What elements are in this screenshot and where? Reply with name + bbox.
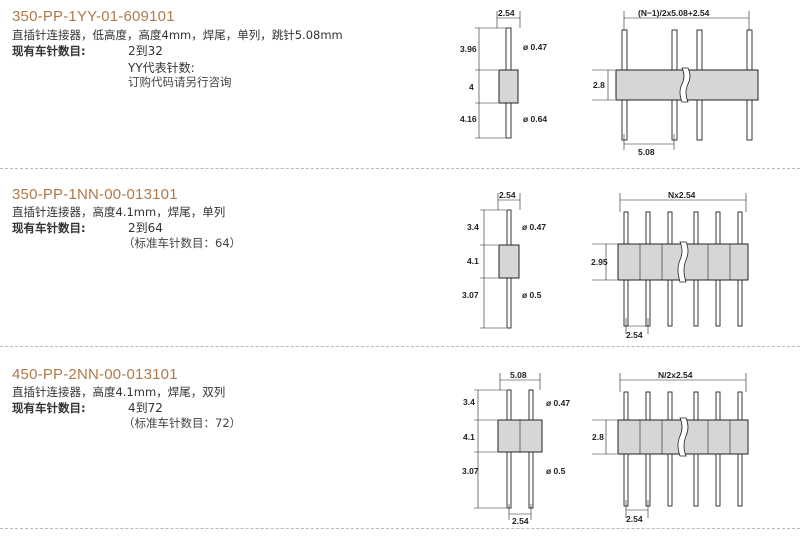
row-spacing-dim: 5.08: [510, 370, 527, 380]
product-section-3: 450-PP-2NN-00-013101 直插针连接器，高度4.1mm，焊尾，双…: [0, 354, 800, 544]
span-dim: N/2x2.54: [658, 370, 693, 380]
tail-length-dim: 3.07: [462, 466, 479, 476]
part-number: 350-PP-1NN-00-013101: [12, 186, 178, 203]
part-number: 350-PP-1YY-01-609101: [12, 8, 175, 25]
side-view-drawing: 5.08 3.4 4.1 3.07 ø 0.47 ø 0.5 2.54: [462, 370, 570, 526]
side-view-drawing: 2.54 3.4 4.1 3.07 ø 0.47 ø 0.5: [462, 190, 546, 329]
spacing-dim: 2.54: [626, 514, 643, 524]
top-diameter-dim: ø 0.47: [546, 398, 570, 408]
standard-count-note: （标准车针数目：64）: [123, 236, 242, 250]
tail-diameter-dim: ø 0.5: [522, 290, 542, 300]
front-view-drawing: N/2x2.54 2.8 2.54: [592, 370, 749, 524]
span-dim: Nx2.54: [668, 190, 696, 200]
body-height-dim: 4.1: [467, 256, 479, 266]
pin-count-value: 2到64: [128, 221, 163, 235]
top-length-dim: 3.4: [467, 222, 479, 232]
pitch-dim: 2.54: [512, 516, 529, 526]
body-height-dim: 4: [469, 82, 474, 92]
pitch-dim: 2.54: [498, 8, 515, 18]
front-view-drawing: (N−1)/2x5.08+2.54 2.8 5.08: [592, 8, 759, 157]
spacing-dim: 5.08: [638, 147, 655, 157]
description: 直插针连接器，高度4.1mm，焊尾，双列: [12, 385, 226, 399]
tail-length-dim: 4.16: [460, 114, 477, 124]
pin-count-label: 现有车针数目:: [12, 221, 86, 235]
description: 直插针连接器，低高度，高度4mm，焊尾，单列，跳针5.08mm: [12, 28, 343, 42]
code-label: YY代表针数:: [128, 61, 195, 75]
tail-diameter-dim: ø 0.64: [523, 114, 547, 124]
section-divider: [0, 168, 800, 169]
top-diameter-dim: ø 0.47: [522, 222, 546, 232]
height-dim: 2.8: [593, 80, 605, 90]
pin-count-value: 4到72: [128, 401, 163, 415]
side-view-drawing: 2.54 3.96 4 4.16 ø 0.47 ø 0.64: [460, 8, 547, 139]
height-dim: 2.8: [592, 432, 604, 442]
description: 直插针连接器，高度4.1mm，焊尾，单列: [12, 205, 226, 219]
body-height-dim: 4.1: [463, 432, 475, 442]
order-note: 订购代码请另行咨询: [128, 75, 232, 89]
top-length-dim: 3.96: [460, 44, 477, 54]
pin-count-label: 现有车针数目:: [12, 401, 86, 415]
product-section-1: 350-PP-1YY-01-609101 直插针连接器，低高度，高度4mm，焊尾…: [0, 0, 800, 170]
pin-count-value: 2到32: [128, 44, 163, 58]
height-dim: 2.95: [591, 257, 608, 267]
standard-count-note: （标准车针数目：72）: [123, 416, 242, 430]
section-divider: [0, 346, 800, 347]
product-section-2: 350-PP-1NN-00-013101 直插针连接器，高度4.1mm，焊尾，单…: [0, 176, 800, 346]
part-number: 450-PP-2NN-00-013101: [12, 366, 178, 383]
pin-count-label: 现有车针数目:: [12, 44, 86, 58]
section-divider: [0, 528, 800, 529]
top-length-dim: 3.4: [463, 397, 475, 407]
pitch-dim: 2.54: [499, 190, 516, 200]
spacing-dim: 2.54: [626, 330, 643, 340]
span-dim: (N−1)/2x5.08+2.54: [638, 8, 710, 18]
tail-length-dim: 3.07: [462, 290, 479, 300]
front-view-drawing: Nx2.54 2.95 2.54: [591, 190, 749, 340]
top-diameter-dim: ø 0.47: [523, 42, 547, 52]
tail-diameter-dim: ø 0.5: [546, 466, 566, 476]
